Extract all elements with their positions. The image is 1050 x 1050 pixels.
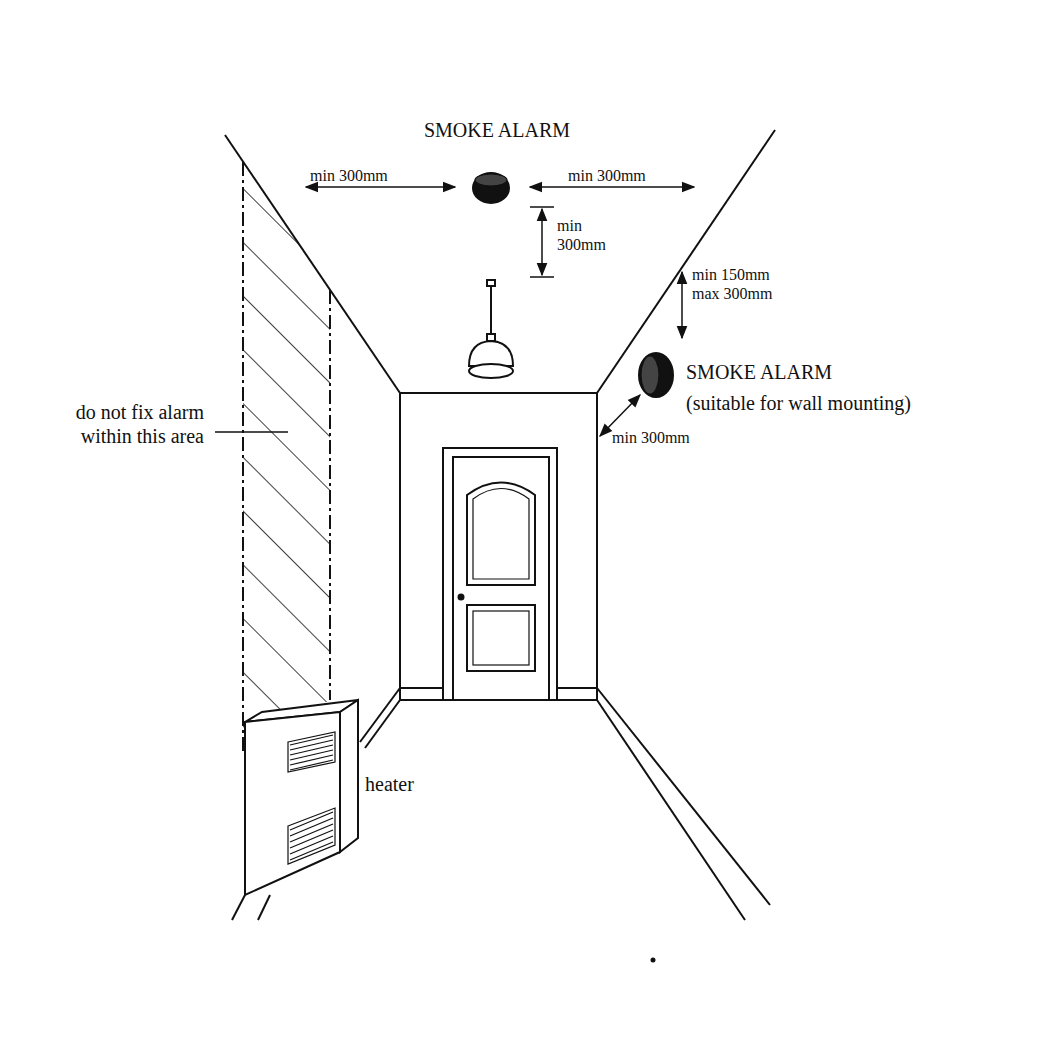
dimension-arrow — [306, 187, 694, 436]
back-wall — [400, 393, 597, 700]
ceiling-smoke-alarm — [473, 173, 509, 203]
part-label: heater — [365, 772, 414, 796]
dimension-label: min 300mm — [557, 216, 619, 254]
alarm-note: (suitable for wall mounting) — [686, 391, 911, 415]
wall-smoke-alarm — [639, 353, 673, 397]
floor-edge — [597, 700, 745, 920]
floor-edge — [365, 700, 400, 748]
alarm-title: SMOKE ALARM — [686, 360, 832, 384]
pendant-lamp — [469, 280, 513, 378]
warning-note: do not fix alarm within this area — [44, 400, 204, 448]
zone-boundary — [329, 290, 331, 700]
leader-line — [215, 431, 288, 433]
zone-boundary — [242, 162, 244, 755]
alarm-title: SMOKE ALARM — [424, 118, 570, 142]
dimension-label: min 300mm — [612, 428, 690, 447]
dimension-label: min 300mm — [310, 166, 388, 185]
heater — [245, 700, 358, 895]
no-fix-zone — [243, 162, 330, 752]
dimension-label: min 300mm — [568, 166, 646, 185]
door — [453, 457, 549, 700]
door-frame — [443, 448, 557, 700]
dimension-label: min 150mm max 300mm — [692, 265, 788, 303]
